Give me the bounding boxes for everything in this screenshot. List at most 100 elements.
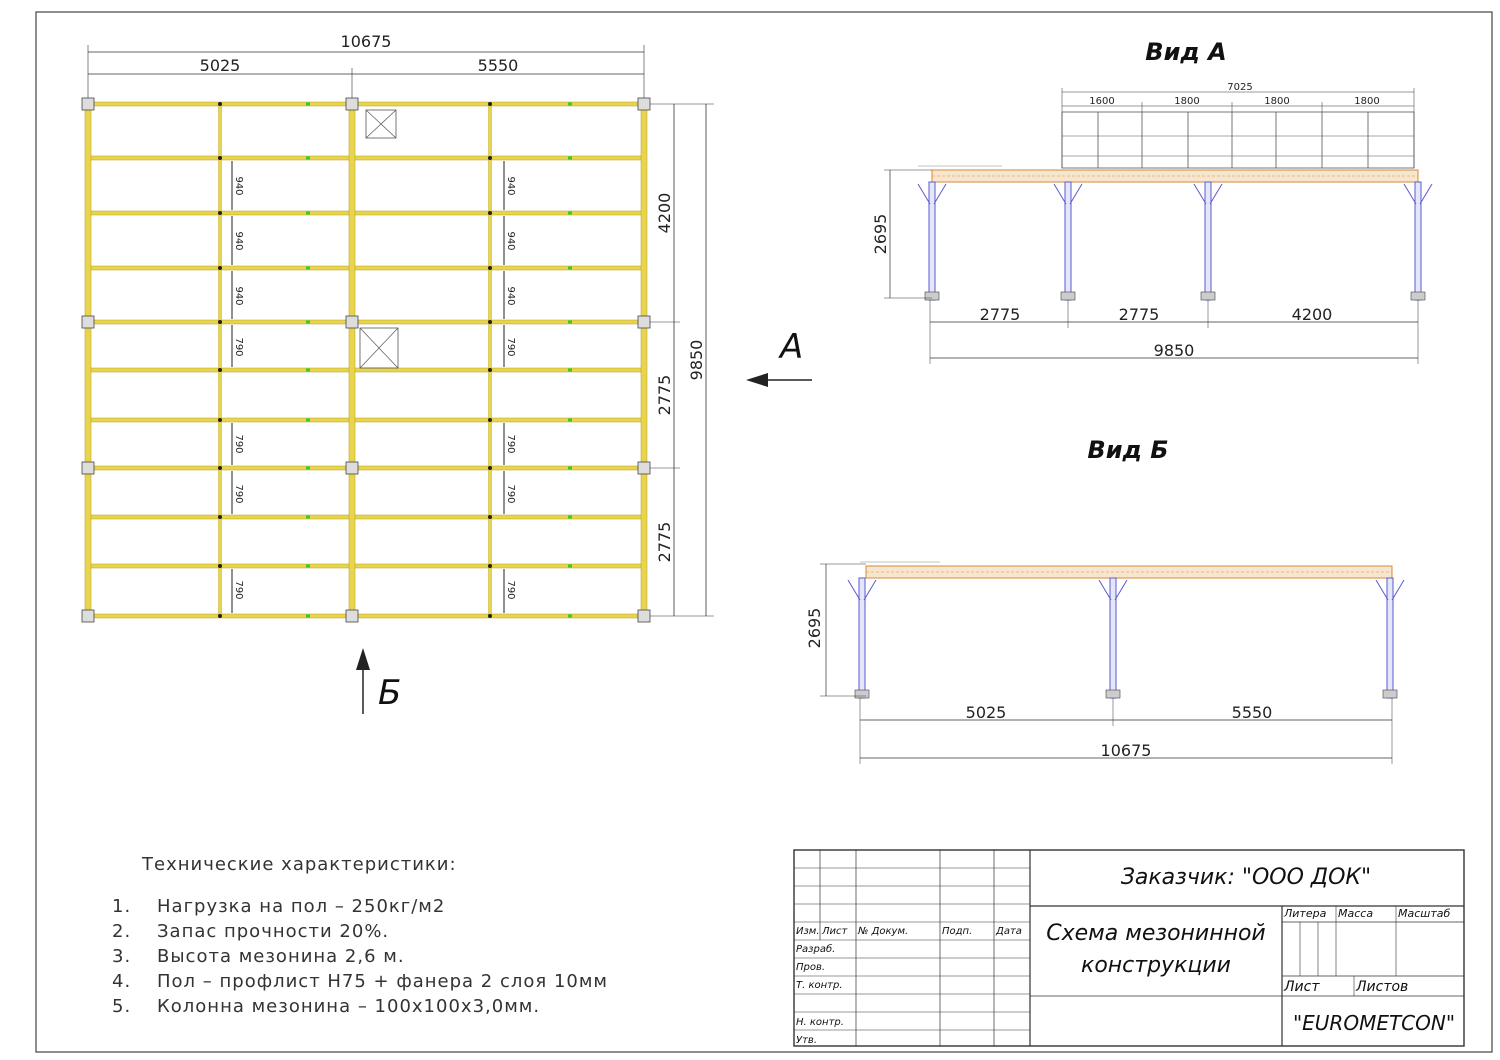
hdr-date: Дата (995, 926, 1022, 937)
view-b-title: Вид Б (1087, 436, 1168, 464)
column-brace (1053, 183, 1067, 205)
drawing-title-line1: Схема мезонинной (1046, 921, 1265, 946)
weld-mark (306, 266, 310, 270)
joist-label-left-5: 790 (233, 434, 244, 453)
plan-beam (87, 210, 645, 216)
joist-label-left-7: 790 (233, 580, 244, 599)
joist-spacing-labels: 940 940 940 790 790 790 790 940 940 940 … (233, 176, 516, 599)
plan-beams (81, 97, 651, 623)
steel-column (1109, 577, 1117, 699)
view-b: Вид Б 2695 5025 5550 10675 (805, 436, 1405, 764)
joist-label-left-6: 790 (233, 484, 244, 503)
joist-label-left-4: 790 (233, 337, 244, 356)
weld-mark (306, 156, 310, 160)
column-base-plate (854, 689, 870, 699)
weld-mark (306, 211, 310, 215)
column-base-plate (1200, 291, 1216, 301)
technical-specs: Технические характеристики: 1. Нагрузка … (112, 854, 607, 1017)
joist-label-left-2: 940 (233, 231, 244, 250)
spec-text-3: Высота мезонина 2,6 м. (157, 946, 405, 967)
spec-num-2: 2. (112, 921, 131, 942)
hdr-izm: Изм. (796, 926, 820, 937)
rail-total-dim: 7025 (1227, 82, 1252, 93)
column-brace (1375, 579, 1389, 601)
view-a-arrow: А (746, 327, 812, 387)
hdr-doc: № Докум. (857, 926, 908, 937)
joint-dot (488, 320, 492, 324)
massa-label: Масса (1338, 907, 1373, 920)
weld-mark (306, 102, 310, 106)
specs-title: Технические характеристики: (141, 854, 457, 875)
row-utv: Утв. (796, 1035, 817, 1046)
joint-dot (488, 614, 492, 618)
plan-beam (87, 155, 645, 161)
joist-label-right-2: 940 (505, 231, 516, 250)
joist-label-right-3: 940 (505, 286, 516, 305)
plan-main-girder (84, 103, 92, 617)
plan-secondary-girder (218, 103, 222, 617)
spec-num-5: 5. (112, 996, 131, 1017)
plan-dim-total-width: 10675 (341, 32, 392, 51)
weld-mark (306, 466, 310, 470)
rail-seg-4: 1800 (1354, 96, 1379, 107)
plan-main-girder (348, 103, 356, 617)
steel-column (1386, 577, 1394, 699)
weld-mark (306, 564, 310, 568)
joint-dot (218, 266, 222, 270)
hdr-list: Лист (821, 926, 849, 937)
column-brace (1391, 579, 1405, 601)
joint-dot (218, 368, 222, 372)
weld-mark (306, 320, 310, 324)
spec-num-3: 3. (112, 946, 131, 967)
view-a: Вид А 7025 1600 1800 1800 1800 2695 (871, 38, 1433, 364)
weld-mark (568, 266, 572, 270)
view-a-span-3: 4200 (1292, 305, 1333, 324)
plan-beam (87, 563, 645, 569)
column-base-plate (1410, 291, 1426, 301)
weld-mark (568, 564, 572, 568)
joint-dot (488, 515, 492, 519)
column-base-plate (1060, 291, 1076, 301)
weld-mark (568, 515, 572, 519)
title-block (793, 849, 1465, 1047)
floor-opening-mid (359, 327, 399, 369)
view-a-height-dim: 2695 (871, 214, 890, 255)
plan-beam (87, 367, 645, 373)
customer-label: Заказчик: "ООО ДОК" (1121, 865, 1371, 890)
column-node (637, 315, 651, 329)
view-a-total: 9850 (1154, 341, 1195, 360)
column-brace (847, 579, 861, 601)
weld-mark (306, 418, 310, 422)
joist-label-right-4: 790 (505, 337, 516, 356)
column-brace (1419, 183, 1433, 205)
joist-label-right-1: 940 (505, 176, 516, 195)
column-brace (1209, 183, 1223, 205)
masshtab-label: Масштаб (1398, 907, 1450, 920)
joint-dot (488, 156, 492, 160)
plan-beam (87, 514, 645, 520)
plan-secondary-girder (488, 103, 492, 617)
company-label: "EUROMETCON" (1293, 1011, 1455, 1035)
column-brace (1069, 183, 1083, 205)
view-b-span-1: 5025 (966, 703, 1007, 722)
joint-dot (488, 368, 492, 372)
column-base-plate (1382, 689, 1398, 699)
weld-mark (568, 368, 572, 372)
joint-dot (218, 564, 222, 568)
column-node (81, 461, 95, 475)
joint-dot (218, 515, 222, 519)
steel-column (1204, 181, 1212, 301)
row-tkontr: Т. контр. (796, 980, 843, 991)
sheet-frame (35, 11, 1493, 1053)
view-b-height-dim: 2695 (805, 608, 824, 649)
view-a-title: Вид А (1145, 38, 1226, 66)
plan-dim-total-height: 9850 (687, 340, 706, 381)
view-b-span-2: 5550 (1232, 703, 1273, 722)
view-b-columns (847, 577, 1405, 699)
joint-dot (218, 156, 222, 160)
weld-mark (568, 614, 572, 618)
plan-main-girder (640, 103, 648, 617)
joist-label-left-1: 940 (233, 176, 244, 195)
plan-beam (87, 613, 645, 619)
